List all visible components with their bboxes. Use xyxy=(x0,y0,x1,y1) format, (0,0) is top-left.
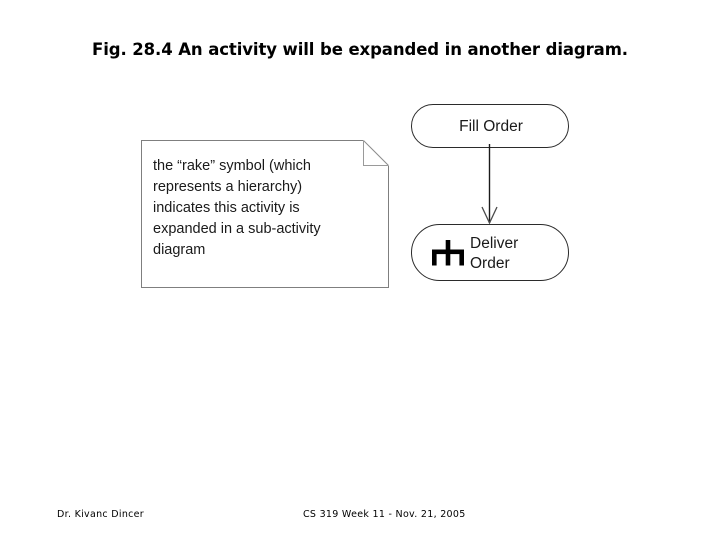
activity-label-deliver-order: Deliver Order xyxy=(470,235,519,272)
activity-label-fill-order: Fill Order xyxy=(459,118,523,135)
activity-node-fill-order[interactable]: Fill Order xyxy=(411,104,569,148)
note-shape xyxy=(141,140,389,288)
activity-node-deliver-order[interactable]: Deliver Order xyxy=(411,224,569,281)
page-title: Fig. 28.4 An activity will be expanded i… xyxy=(92,40,628,59)
footer-course: CS 319 Week 11 - Nov. 21, 2005 xyxy=(303,509,466,520)
note-box: the “rake” symbol (which represents a hi… xyxy=(141,140,389,288)
note-text: the “rake” symbol (which represents a hi… xyxy=(153,158,321,258)
footer-author: Dr. Kivanc Dincer xyxy=(57,509,145,520)
rake-icon xyxy=(428,240,468,268)
edge-fill-order-to-deliver-order xyxy=(470,144,510,228)
note-fold-corner-icon xyxy=(363,140,389,166)
